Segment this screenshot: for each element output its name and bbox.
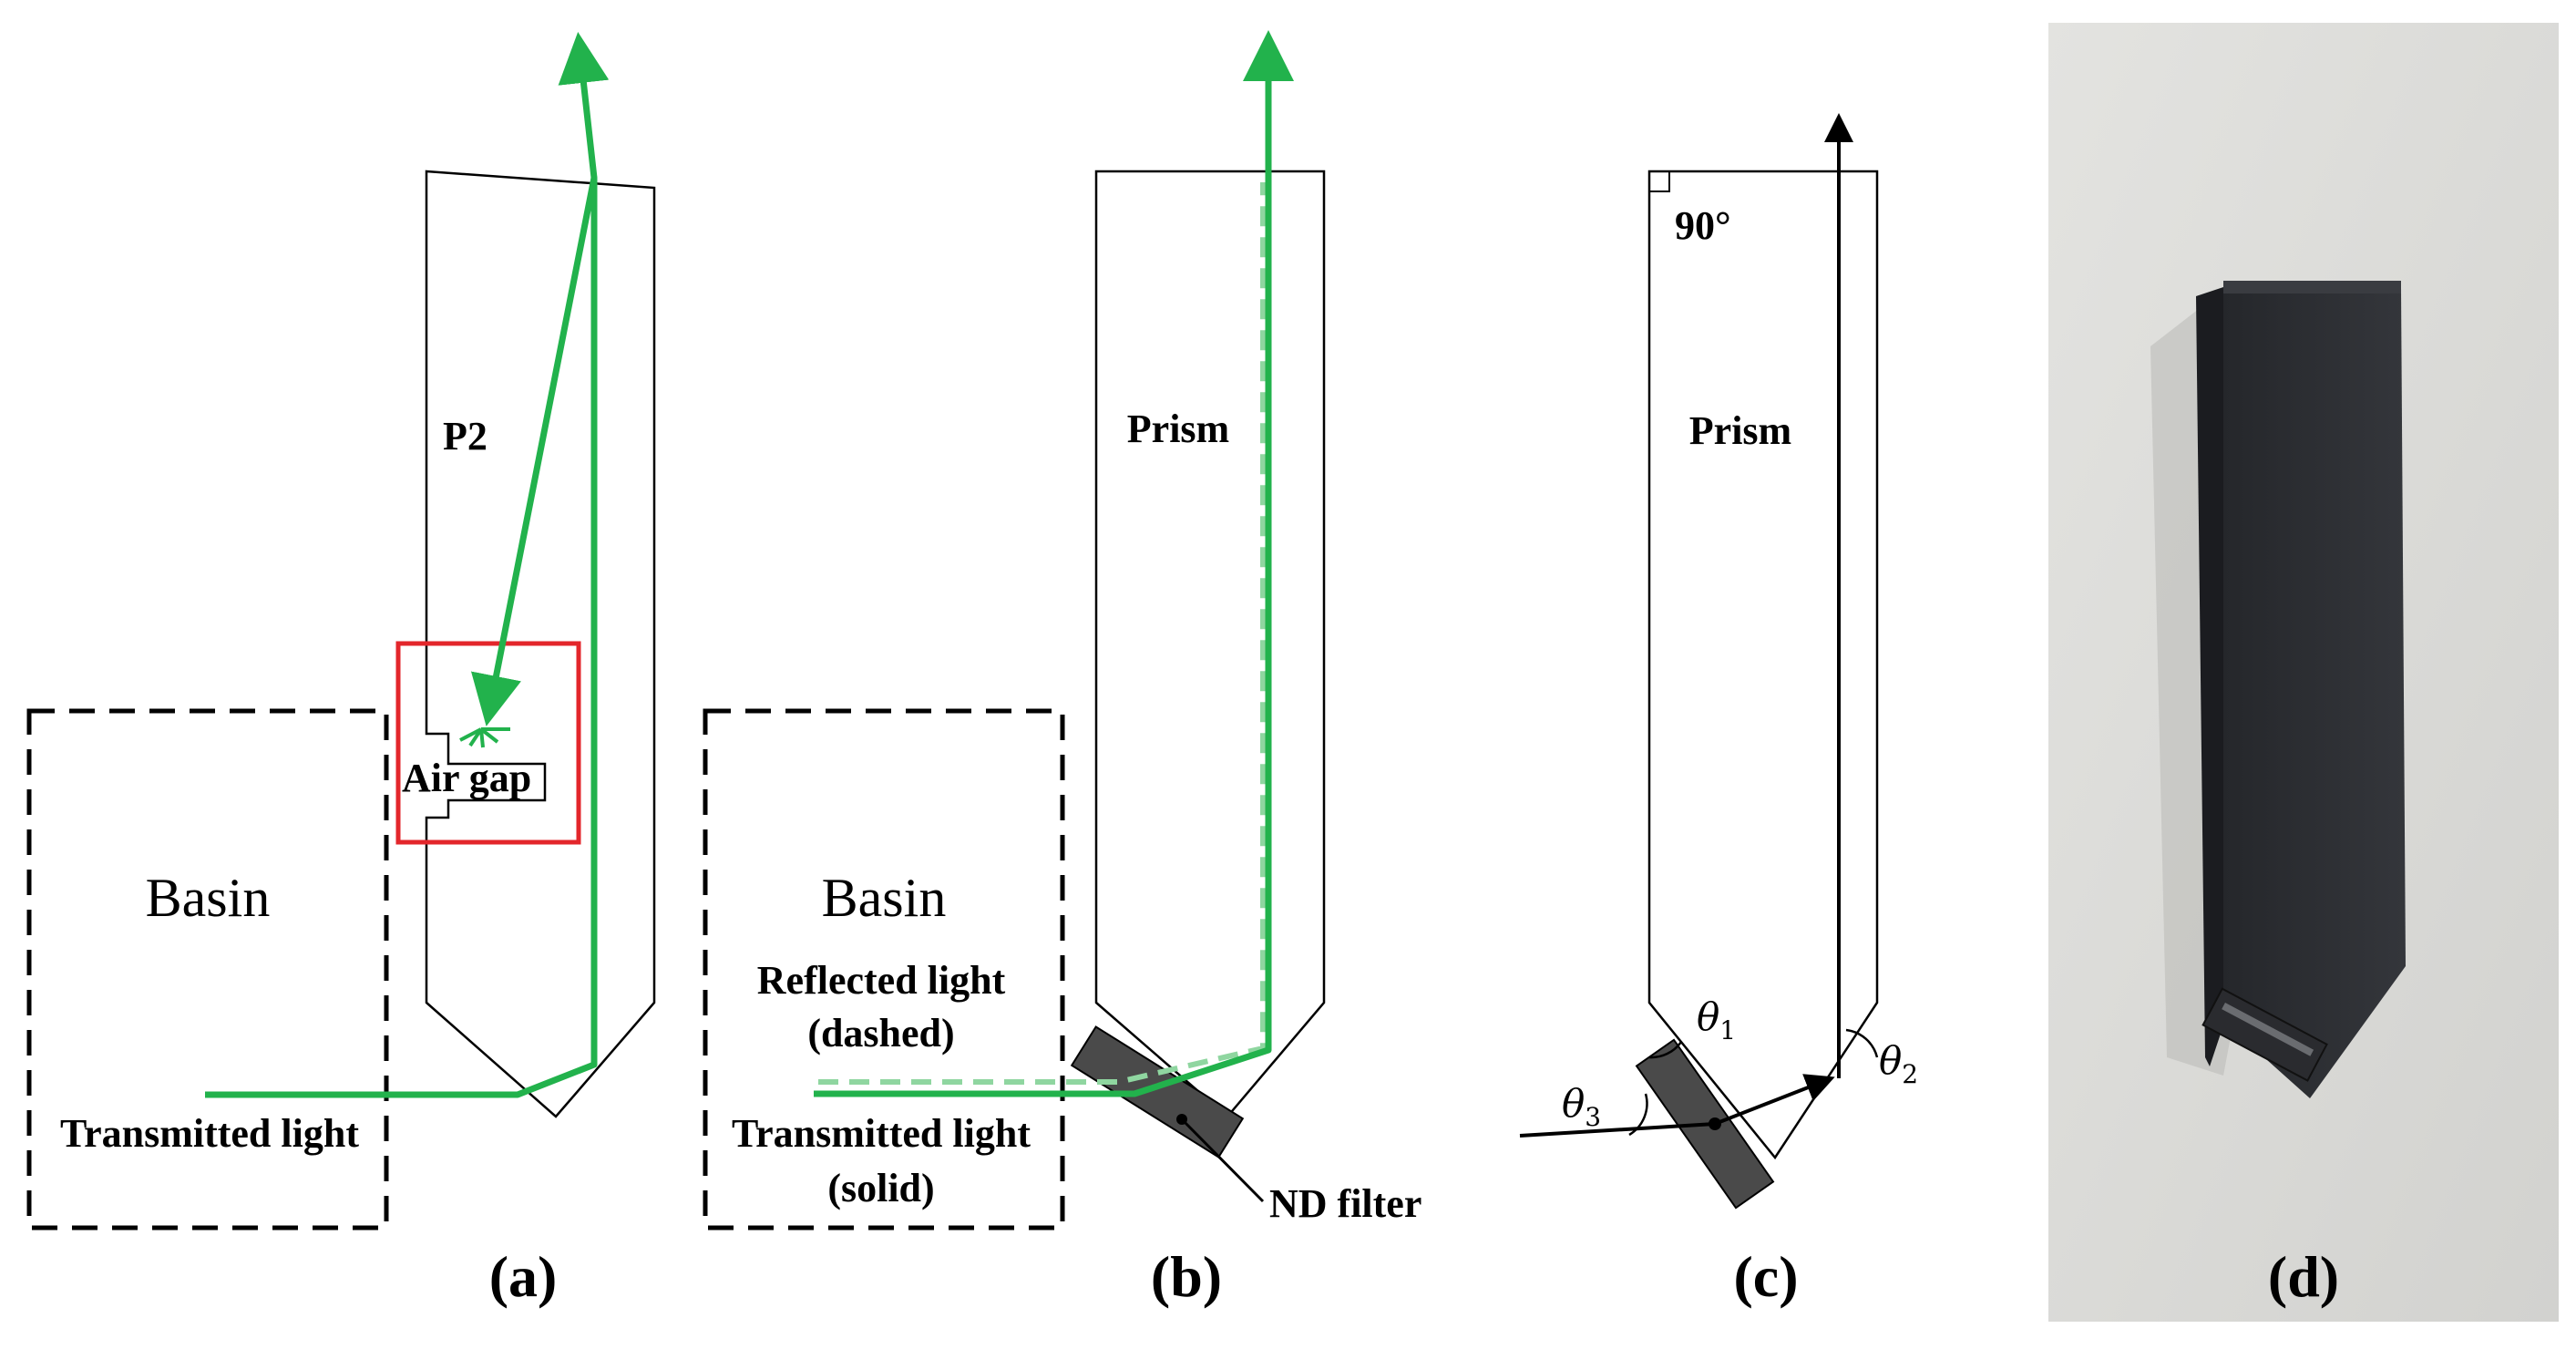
transmitted-label-line2: (solid) (827, 1166, 934, 1210)
prism-outline-c (1647, 170, 1879, 1160)
theta3-arc (1628, 1093, 1648, 1137)
prism-photo-body (2223, 287, 2406, 1098)
theta1-label: θ1 (1697, 994, 1736, 1045)
incidence-point-c (1709, 1117, 1721, 1130)
prism-photo-top (2223, 281, 2401, 293)
caption-d: (d) (2268, 1244, 2339, 1309)
theta3-label: θ3 (1562, 1081, 1601, 1132)
exit-ray-a (558, 32, 610, 179)
prism-outline-a (425, 170, 656, 1118)
air-gap-highlight (395, 641, 581, 845)
prism-photo-filter (2201, 987, 2328, 1082)
prism-outline-b (1094, 170, 1326, 1118)
incident-ray-c (1519, 1122, 1716, 1138)
prism-label-c: Prism (1689, 408, 1791, 453)
caption-a: (a) (489, 1244, 558, 1309)
transmitted-label-a: Transmitted light (60, 1111, 359, 1156)
reflected-label-line1: Reflected light (757, 958, 1006, 1003)
refracted-ray-c (1714, 1074, 1835, 1126)
angle-90-label: 90° (1675, 203, 1731, 248)
caption-b: (b) (1151, 1244, 1222, 1309)
nd-filter-leader (1180, 1117, 1265, 1203)
panel-a: Basin P2 Air gap Transmitted light (a) (26, 32, 656, 1309)
basin-outline-b (703, 708, 1065, 1231)
reflected-light-ray (818, 182, 1266, 1085)
panel-c: 90° Prism θ1 θ2 θ3 (c) (1519, 113, 1918, 1309)
theta1-arc (1648, 1041, 1683, 1059)
transmitted-label-line1: Transmitted light (732, 1111, 1031, 1156)
theta2-arc (1845, 1028, 1879, 1058)
transmitted-light-ray (814, 30, 1294, 1097)
light-ray-a (205, 174, 598, 1098)
prism-photo-side (2196, 287, 2223, 1066)
prism-label-a: P2 (443, 414, 487, 458)
reflected-label-line2: (dashed) (807, 1011, 954, 1056)
theta2-label: θ2 (1879, 1038, 1918, 1089)
right-angle-mark (1648, 170, 1670, 192)
caption-c: (c) (1733, 1244, 1798, 1309)
panel-d: (d) (2048, 23, 2559, 1322)
scatter-rays-a (459, 727, 510, 748)
nd-filter-label: ND filter (1269, 1181, 1421, 1226)
prism-label-b: Prism (1127, 407, 1229, 451)
basin-label-a: Basin (146, 868, 271, 928)
basin-label-b: Basin (822, 868, 947, 928)
air-gap-label: Air gap (402, 756, 531, 800)
basin-outline-a (26, 708, 389, 1231)
panel-b: Basin Prism ND filter Reflected light (d… (703, 30, 1421, 1309)
